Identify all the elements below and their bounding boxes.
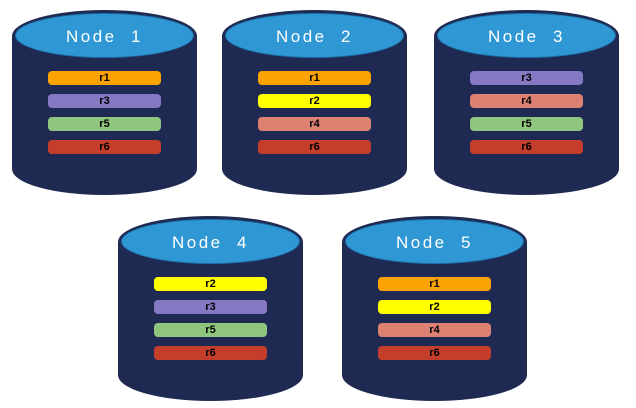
- replica-bar: r1: [258, 71, 371, 85]
- replica-bar: r4: [378, 323, 491, 337]
- replica-label: r1: [309, 72, 320, 84]
- replica-bar: r6: [48, 140, 161, 154]
- cylinder-cap: Node 4: [121, 219, 300, 264]
- replica-label: r6: [99, 141, 110, 153]
- replica-label: r2: [205, 278, 216, 290]
- replica-list: r1 r3 r5 r6: [48, 71, 161, 163]
- replica-bar: r3: [470, 71, 583, 85]
- cylinder-cap: Node 2: [225, 13, 404, 58]
- replica-bar: r2: [378, 300, 491, 314]
- node-label: Node 2: [275, 26, 354, 46]
- replica-label: r1: [429, 278, 440, 290]
- replica-list: r2 r3 r5 r6: [154, 277, 267, 369]
- replica-bar: r6: [258, 140, 371, 154]
- replica-bar: r5: [154, 323, 267, 337]
- cylinder-cap: Node 1: [15, 13, 194, 58]
- replica-bar: r4: [470, 94, 583, 108]
- replica-label: r3: [205, 301, 216, 313]
- replica-bar: r5: [48, 117, 161, 131]
- replica-label: r6: [309, 141, 320, 153]
- replica-label: r3: [521, 72, 532, 84]
- replica-bar: r6: [154, 346, 267, 360]
- node-cylinder-4: Node 4 r2 r3 r5 r6: [118, 216, 303, 401]
- replica-bar: r2: [154, 277, 267, 291]
- node-label: Node 3: [487, 26, 566, 46]
- replica-label: r4: [429, 324, 440, 336]
- replica-list: r3 r4 r5 r6: [470, 71, 583, 163]
- replica-label: r6: [521, 141, 532, 153]
- replica-label: r5: [521, 118, 532, 130]
- node-cylinder-5: Node 5 r1 r2 r4 r6: [342, 216, 527, 401]
- replica-label: r6: [429, 347, 440, 359]
- node-label: Node 4: [171, 232, 250, 252]
- replica-label: r5: [205, 324, 216, 336]
- replica-bar: r2: [258, 94, 371, 108]
- node-cylinder-3: Node 3 r3 r4 r5 r6: [434, 10, 619, 195]
- node-cylinder-1: Node 1 r1 r3 r5 r6: [12, 10, 197, 195]
- replica-label: r2: [429, 301, 440, 313]
- node-label: Node 5: [395, 232, 474, 252]
- replica-bar: r6: [378, 346, 491, 360]
- node-cylinder-2: Node 2 r1 r2 r4 r6: [222, 10, 407, 195]
- replica-bar: r1: [48, 71, 161, 85]
- replica-label: r2: [309, 95, 320, 107]
- cylinder-cap: Node 3: [437, 13, 616, 58]
- replica-bar: r6: [470, 140, 583, 154]
- replica-label: r5: [99, 118, 110, 130]
- replica-bar: r5: [470, 117, 583, 131]
- replica-list: r1 r2 r4 r6: [258, 71, 371, 163]
- replica-label: r6: [205, 347, 216, 359]
- replica-bar: r3: [154, 300, 267, 314]
- replica-bar: r3: [48, 94, 161, 108]
- node-label: Node 1: [65, 26, 144, 46]
- cylinder-cap: Node 5: [345, 219, 524, 264]
- replica-bar: r1: [378, 277, 491, 291]
- replica-list: r1 r2 r4 r6: [378, 277, 491, 369]
- replica-label: r3: [99, 95, 110, 107]
- replica-label: r4: [521, 95, 532, 107]
- replica-label: r1: [99, 72, 110, 84]
- replica-bar: r4: [258, 117, 371, 131]
- replica-label: r4: [309, 118, 320, 130]
